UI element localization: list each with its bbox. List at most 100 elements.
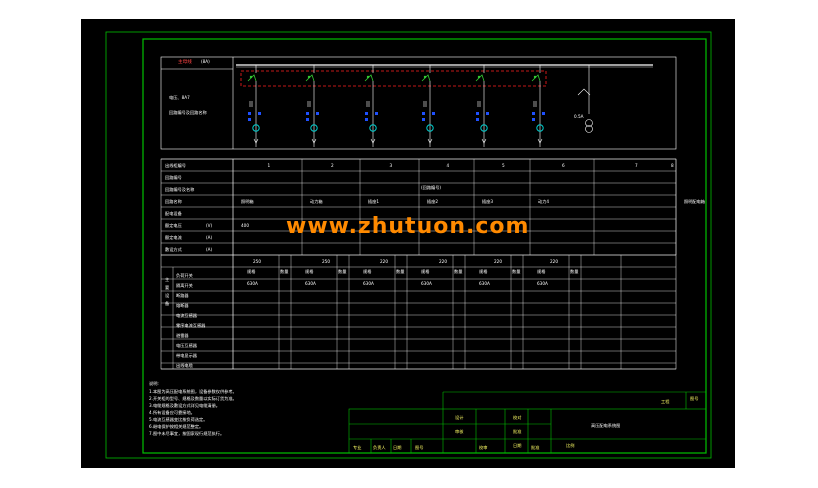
fuse-icon bbox=[422, 112, 425, 115]
note-line: 3.电缆规格及敷设方式详见电缆清册。 bbox=[149, 402, 220, 409]
arrow-down-icon bbox=[427, 138, 433, 144]
capacitor-icon bbox=[477, 101, 481, 107]
load-name: 照明箱 bbox=[241, 198, 254, 205]
sub-header-spec: 规格 bbox=[479, 268, 488, 275]
note-line: 2.开关柜的型号、规格及数量以实际订货为准。 bbox=[149, 395, 237, 402]
col-number: 6 bbox=[562, 163, 565, 168]
tb-approve: 批准 bbox=[513, 428, 521, 435]
equipment-row-label: 电压互感器 bbox=[176, 342, 198, 349]
note-line: 7.图中未尽事宜，按国家现行规范执行。 bbox=[149, 430, 224, 437]
notes-title: 说明: bbox=[149, 380, 159, 387]
col-number: 3 bbox=[390, 163, 393, 168]
sub-header-spec: 规格 bbox=[421, 268, 430, 275]
sub-header-qty: 数量 bbox=[280, 268, 288, 275]
equipment-row-label: 隔离开关 bbox=[176, 282, 193, 289]
sub-header-qty: 数量 bbox=[570, 268, 578, 275]
tb-date: 日期 bbox=[513, 443, 521, 449]
footer-label: 校审 bbox=[479, 444, 487, 451]
breaker-icon bbox=[305, 74, 315, 82]
breaker-icon bbox=[531, 74, 541, 82]
row-label: 回路名称 bbox=[165, 198, 182, 205]
tb-scale: 比例 bbox=[566, 442, 574, 449]
arrow-down-icon bbox=[537, 138, 543, 144]
breaker-dot-icon bbox=[477, 75, 481, 79]
load-name: 插座3 bbox=[482, 198, 493, 205]
footer-label: 日期 bbox=[393, 445, 401, 451]
fuse-icon bbox=[258, 112, 261, 115]
breaker-dot-icon bbox=[249, 75, 253, 79]
drawing-canvas: 主母线 (8A) 电压、8A7 回路编号及回路名称 0.5A 出线柜编号回路编号… bbox=[81, 19, 735, 468]
table-grid bbox=[161, 158, 677, 370]
param-value: 220 bbox=[380, 259, 388, 264]
row-label: 额定电压 bbox=[165, 222, 182, 229]
rating-value: 400 bbox=[241, 223, 249, 228]
feeder-group bbox=[247, 65, 545, 147]
fuse-icon bbox=[486, 112, 489, 115]
fuse-icon bbox=[248, 112, 251, 115]
load-name: 插座2 bbox=[427, 198, 438, 205]
cell-spec: 630A bbox=[305, 281, 316, 286]
arrow-down-icon bbox=[311, 138, 317, 144]
load-name: 动力箱 bbox=[310, 198, 323, 205]
fuse-icon bbox=[532, 118, 535, 121]
footer-label: 专业 bbox=[353, 444, 361, 451]
sub-header-qty: 数量 bbox=[454, 268, 462, 275]
ct-icon bbox=[536, 124, 544, 132]
equipment-row-label: 避雷器 bbox=[176, 332, 189, 339]
arrow-down-icon bbox=[370, 138, 376, 144]
schematic-area bbox=[160, 56, 677, 150]
fuse-icon bbox=[476, 118, 479, 121]
equipment-row-label: 带电显示器 bbox=[176, 352, 198, 359]
breaker-icon bbox=[475, 74, 485, 82]
cell-spec: 630A bbox=[479, 281, 490, 286]
ct-icon bbox=[426, 124, 434, 132]
fuse-icon bbox=[365, 112, 368, 115]
footer-label: 批准 bbox=[531, 444, 539, 451]
row-label: 回路编号 bbox=[165, 174, 182, 181]
sub-header-qty: 数量 bbox=[338, 268, 346, 275]
fuse-icon bbox=[375, 112, 378, 115]
fuse-icon bbox=[532, 112, 535, 115]
bus-label: 主母线 bbox=[178, 58, 192, 65]
breaker-icon bbox=[421, 74, 431, 82]
param-value: 220 bbox=[550, 259, 558, 264]
equipment-row-label: 零序电流互感器 bbox=[176, 322, 206, 329]
ct-icon bbox=[252, 124, 260, 132]
load-name: 插座1 bbox=[368, 198, 379, 205]
title-block bbox=[348, 391, 707, 454]
pt-branch: 0.5A bbox=[574, 65, 593, 133]
sub-header-qty: 数量 bbox=[512, 268, 520, 275]
electrical-diagram: 主母线 (8A) 电压、8A7 回路编号及回路名称 0.5A 出线柜编号回路编号… bbox=[105, 31, 712, 459]
cell-spec: 630A bbox=[247, 281, 258, 286]
footer-label: 图号 bbox=[415, 445, 423, 451]
fuse-icon bbox=[432, 112, 435, 115]
param-value: 250 bbox=[322, 259, 330, 264]
row-unit: (A) bbox=[206, 247, 212, 252]
dashed-highlight-box bbox=[240, 70, 547, 87]
sub-header-spec: 规格 bbox=[537, 268, 546, 275]
note-line: 4.所有设备应可靠接地。 bbox=[149, 409, 195, 416]
param-value: 250 bbox=[253, 259, 261, 264]
breaker-dot-icon bbox=[366, 75, 370, 79]
cell-spec: 630A bbox=[421, 281, 432, 286]
tb-project: 工程 bbox=[661, 398, 670, 405]
sub-header-group: 规格数量规格数量规格数量规格数量规格数量规格数量 bbox=[247, 268, 578, 275]
fuse-icon bbox=[306, 118, 309, 121]
capacitor-icon bbox=[249, 101, 253, 107]
capacitor-icon bbox=[423, 101, 427, 107]
row-label: 敷设方式 bbox=[165, 246, 183, 253]
equipment-row-label: 熔断器 bbox=[176, 302, 189, 309]
row-unit: (A) bbox=[206, 235, 212, 240]
equipment-row-label: 负荷开关 bbox=[176, 272, 193, 279]
capacitor-icon bbox=[533, 101, 537, 107]
tb-design: 设计 bbox=[455, 414, 463, 421]
side-label-1: 电压、8A7 bbox=[169, 94, 190, 101]
sub-header-qty: 数量 bbox=[396, 268, 404, 275]
fuse-icon bbox=[422, 118, 425, 121]
footer-label: 负责人 bbox=[373, 444, 386, 451]
col-number: 8 bbox=[671, 163, 674, 168]
